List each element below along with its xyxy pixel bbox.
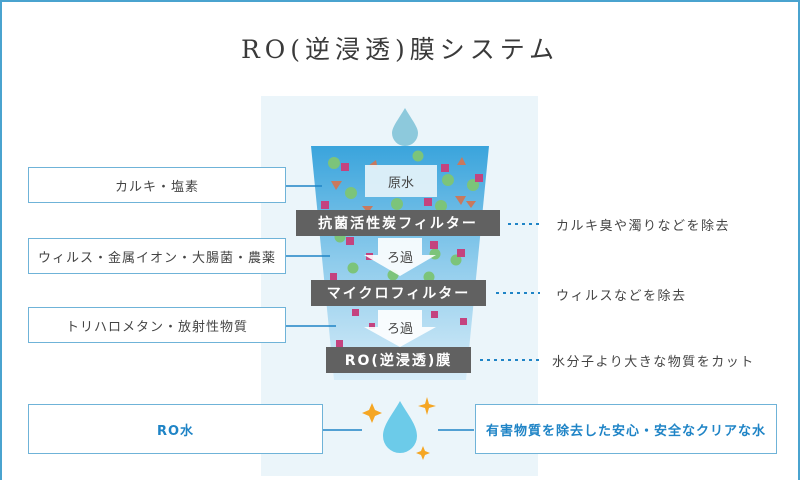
filter-effect-text: カルキ臭や濁りなどを除去 <box>556 219 731 234</box>
particle-green <box>429 248 441 260</box>
particle-green <box>412 150 424 162</box>
ro-water-drop-icon <box>383 401 417 453</box>
particle-green <box>347 262 359 274</box>
particle-magenta <box>352 309 359 316</box>
particle-magenta <box>336 340 343 347</box>
particle-brown <box>466 201 476 208</box>
particle-brown <box>362 206 373 213</box>
contaminant-box: カルキ・塩素 <box>28 167 286 203</box>
particle-magenta <box>430 241 438 249</box>
filter-ro-membrane: RO(逆浸透)膜 <box>326 347 471 373</box>
particle-brown <box>331 181 342 190</box>
particle-magenta <box>341 163 349 171</box>
filter-effect-text: ウィルスなどを除去 <box>556 289 687 304</box>
particle-magenta <box>330 273 337 280</box>
diagram-title: RO(逆浸透)膜システム <box>240 35 560 64</box>
water-drop-icon <box>392 108 418 146</box>
particle-brown <box>455 196 466 205</box>
particle-green <box>328 157 340 169</box>
sparkle-icon <box>362 403 382 423</box>
particle-green <box>423 271 435 283</box>
flow-arrow <box>364 310 436 347</box>
particle-green <box>391 198 403 210</box>
filter-activated-carbon: 抗菌活性炭フィルター <box>296 210 500 236</box>
particle-green <box>442 174 454 186</box>
filter-micro: マイクロフィルター <box>311 280 486 306</box>
source-water-label: 原水 <box>365 165 437 197</box>
contaminant-box: ウィルス・金属イオン・大腸菌・農薬 <box>28 238 286 274</box>
sparkle-icon <box>418 397 436 415</box>
flow-label: ろ過 <box>386 322 413 337</box>
particle-green <box>345 187 357 199</box>
particle-magenta <box>321 201 329 209</box>
particle-magenta <box>431 311 438 318</box>
filter-effect-text: 水分子より大きな物質をカット <box>552 355 755 370</box>
particle-magenta <box>460 318 467 325</box>
particles <box>321 150 483 347</box>
particle-brown <box>457 157 466 165</box>
ro-water-box: RO水 <box>28 404 323 454</box>
particle-magenta <box>424 198 432 206</box>
particle-green <box>435 200 447 212</box>
particle-magenta <box>441 164 449 172</box>
particle-magenta <box>346 237 354 245</box>
sparkle-icon <box>416 446 430 460</box>
particle-magenta <box>457 249 465 257</box>
flow-arrow <box>364 238 436 276</box>
contaminant-box: トリハロメタン・放射性物質 <box>28 307 286 343</box>
flow-label: ろ過 <box>386 251 413 266</box>
ro-water-description-box: 有害物質を除去した安心・安全なクリアな水 <box>475 404 777 454</box>
particle-magenta <box>475 174 483 182</box>
particle-magenta <box>369 323 375 329</box>
particle-green <box>450 254 462 266</box>
